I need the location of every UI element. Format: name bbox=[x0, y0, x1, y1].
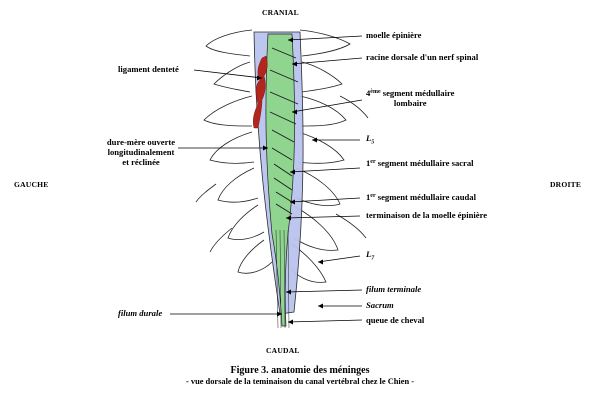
label-dure-mere: dure-mère ouverte longitudinalement et r… bbox=[104, 137, 178, 168]
label-4e-segment: 4ème segment médullaire lombaire bbox=[366, 88, 455, 109]
vertebrae-left bbox=[195, 29, 273, 274]
leader-lines bbox=[170, 35, 363, 323]
seg4-line2: lombaire bbox=[393, 97, 427, 108]
label-moelle: moelle épinière bbox=[366, 30, 422, 40]
seg4-number: 4 bbox=[366, 88, 371, 98]
label-ligament: ligament denteté bbox=[118, 64, 179, 74]
label-racine: racine dorsale d'un nerf spinal bbox=[366, 52, 479, 62]
nerve-roots bbox=[269, 47, 299, 215]
dure-line1: dure-mère ouverte bbox=[106, 137, 176, 147]
caption-title: Figure 3. anatomie des méninges bbox=[230, 365, 370, 376]
spinal-cord bbox=[265, 33, 295, 327]
cauda-equina bbox=[275, 229, 290, 329]
caption-subtitle: - vue dorsale de la teminaison du canal … bbox=[186, 377, 414, 386]
direction-cranial: CRANIAL bbox=[262, 8, 299, 17]
dure-line2: longitudinalement bbox=[107, 146, 175, 157]
label-terminaison: terminaison de la moelle épinière bbox=[366, 210, 488, 220]
sacral-text: segment médullaire sacral bbox=[375, 158, 474, 168]
label-sacral-segment: 1er segment médullaire sacral bbox=[366, 158, 474, 169]
label-sacrum: Sacrum bbox=[366, 300, 394, 310]
label-filum-terminale: filum terminale bbox=[366, 284, 422, 294]
l5-sub: 5 bbox=[371, 139, 375, 146]
sacral-sup: er bbox=[370, 159, 376, 165]
direction-caudal: CAUDAL bbox=[266, 346, 300, 355]
label-caudal-segment: 1er segment médullaire caudal bbox=[366, 192, 476, 203]
leader-arrowheads bbox=[257, 37, 323, 325]
caudal-text: segment médullaire caudal bbox=[375, 192, 476, 202]
seg4-sup: ème bbox=[370, 89, 381, 95]
sacral-number: 1 bbox=[366, 158, 371, 168]
l7-letter: L bbox=[366, 249, 372, 259]
figure-caption: Figure 3. anatomie des méninges - vue do… bbox=[0, 365, 600, 386]
caudal-number: 1 bbox=[366, 192, 371, 202]
label-l5: L5 bbox=[366, 133, 375, 147]
dure-line3: et réclinée bbox=[122, 156, 160, 167]
direction-left: GAUCHE bbox=[14, 180, 49, 189]
label-filum-durale: filum durale bbox=[118, 308, 163, 318]
seg4-text: segment médullaire bbox=[380, 88, 455, 98]
l5-letter: L bbox=[366, 133, 372, 143]
caudal-sup: er bbox=[370, 193, 376, 199]
label-l7: L7 bbox=[366, 249, 375, 263]
l7-sub: 7 bbox=[371, 255, 375, 262]
vertebrae-right bbox=[291, 29, 369, 283]
denticulate-ligament bbox=[253, 55, 268, 129]
direction-right: DROITE bbox=[550, 180, 582, 189]
label-queue-de-cheval: queue de cheval bbox=[366, 315, 425, 325]
